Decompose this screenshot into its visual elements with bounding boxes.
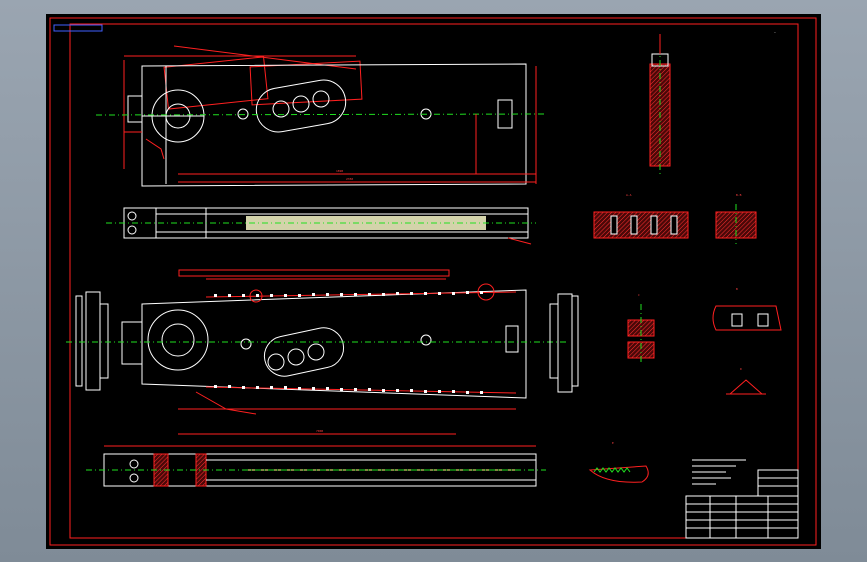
svg-text:2350: 2350 — [346, 177, 353, 181]
drawing-number-top-right: — — [774, 30, 776, 34]
section-b-b: B-B — [715, 193, 757, 244]
svg-text:B-B: B-B — [736, 193, 742, 197]
svg-text:B: B — [736, 287, 738, 291]
section-view-vertical — [649, 34, 671, 174]
title-block — [685, 469, 799, 539]
section-a-a: A-A — [593, 193, 689, 239]
svg-text:A-A: A-A — [626, 193, 632, 197]
hole-row-lower — [214, 385, 483, 394]
inner-border — [69, 23, 799, 539]
plan-view-top: 1890 2350 — [95, 45, 547, 187]
title-tag — [53, 24, 103, 32]
side-view-bottom — [86, 445, 546, 487]
hole-row-upper — [214, 291, 483, 297]
detail-d: D — [726, 367, 766, 395]
end-view-right — [549, 293, 579, 393]
detail-b: B — [712, 287, 782, 331]
side-view-top — [106, 207, 536, 245]
svg-text:1890: 1890 — [336, 169, 343, 173]
svg-text:7000: 7000 — [316, 429, 323, 433]
outer-border — [49, 17, 817, 546]
plan-view-main: 7000 — [66, 269, 566, 435]
drawing-viewport[interactable]: — — [46, 14, 821, 549]
svg-text:E: E — [612, 441, 614, 445]
svg-text:C: C — [638, 293, 640, 297]
technical-notes — [692, 459, 746, 485]
detail-e: E — [588, 441, 649, 483]
end-view-left — [66, 291, 116, 391]
svg-text:D: D — [740, 367, 742, 371]
section-c: C — [627, 293, 655, 364]
technical-drawing: — — [49, 17, 817, 546]
